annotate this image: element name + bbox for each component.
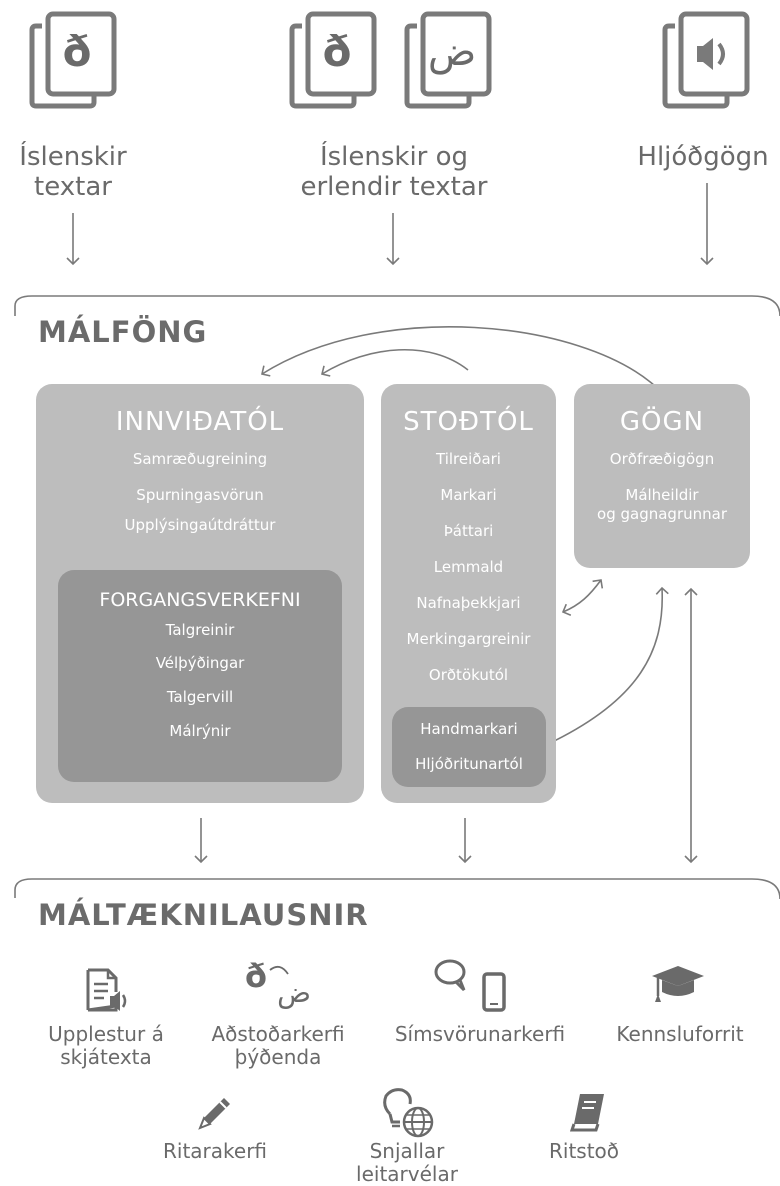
maltaekni-title: MÁLTÆKNILAUSNIR <box>38 898 369 932</box>
source-icelandic-label: Íslenskir textar <box>0 142 146 202</box>
stodtol-item: Lemmald <box>433 558 504 576</box>
audio-document-stack-icon <box>662 11 750 109</box>
solution-label: Ritarakerfi <box>162 1139 268 1163</box>
solution-label: Snjallar leitarvélar <box>312 1140 502 1186</box>
source-bilingual-label: Íslenskir og erlendir textar <box>276 142 512 202</box>
solution-label-line1: Snjallar <box>369 1139 445 1163</box>
arrow-stodtol-to-innvidatol <box>321 348 469 377</box>
graduation-cap-icon <box>652 966 704 1002</box>
forgangsverkefni-item: Talgervill <box>166 688 234 706</box>
document-stack-icon <box>29 11 117 109</box>
solution-label: Upplestur á skjátexta <box>20 1023 192 1069</box>
forgangsverkefni-title: FORGANGSVERKEFNI <box>99 589 301 611</box>
arabic-dad-glyph-icon: ض <box>427 29 477 75</box>
forgangsverkefni-item: Málrýnir <box>169 722 231 740</box>
source-audio-label: Hljóðgögn <box>637 142 769 172</box>
gogn-item: Orðfræðigögn <box>609 450 715 468</box>
forgangsverkefni-item: Vélþýðingar <box>155 654 245 672</box>
handmarkari-box: Handmarkari Hljóðritunartól <box>392 707 546 787</box>
arrow-stodtol-gogn <box>561 579 604 616</box>
innvidatol-item: Spurningasvörun <box>136 486 264 504</box>
solution-label-line2: þýðenda <box>234 1045 322 1069</box>
pencil-icon <box>198 1098 230 1130</box>
solution-label-line1: Upplestur á <box>48 1022 164 1046</box>
malfong-frame <box>14 295 780 317</box>
gogn-item: og gagnagrunnar <box>597 505 727 523</box>
eth-glyph-icon: ð <box>322 27 352 76</box>
eth-glyph-icon: ð <box>245 957 267 995</box>
eth-glyph-icon: ð <box>62 27 92 76</box>
chat-phone-icon <box>434 959 506 1012</box>
stodtol-item: Merkingargreinir <box>406 630 531 648</box>
lightbulb-globe-icon <box>383 1088 434 1138</box>
stodtol-item: Markari <box>440 486 497 504</box>
hljodritunartol-item: Hljóðritunartól <box>415 755 523 773</box>
document-stack-icon <box>289 11 377 109</box>
arrow-handmarkari-to-gogn <box>547 586 669 745</box>
source-icelandic-line1: Íslenskir <box>19 142 127 172</box>
document-speaker-icon <box>86 968 127 1012</box>
arrow-gogn-to-innvidatol <box>261 326 656 387</box>
book-icon <box>570 1094 604 1132</box>
stodtol-box: STOÐTÓL Tilreiðari Markari Þáttari Lemma… <box>381 384 556 803</box>
solution-label: Kennsluforrit <box>616 1022 744 1046</box>
source-bilingual-line2: erlendir textar <box>300 172 488 202</box>
solution-label-line2: skjátexta <box>60 1045 152 1069</box>
source-bilingual-line1: Íslenskir og <box>319 142 469 172</box>
stodtol-item: Tilreiðari <box>436 450 501 468</box>
innvidatol-box: INNVIÐATÓL Samræðugreining Spurningasvör… <box>36 384 364 803</box>
stodtol-title: STOÐTÓL <box>403 407 534 437</box>
arabic-dad-glyph-icon: ض <box>277 976 311 1009</box>
forgangsverkefni-box: FORGANGSVERKEFNI Talgreinir Vélþýðingar … <box>58 570 342 782</box>
innvidatol-item: Samræðugreining <box>132 450 268 468</box>
translation-arrow-icon <box>269 965 289 975</box>
document-stack-icon <box>404 11 492 109</box>
gogn-item: Málheildir <box>625 486 699 504</box>
solution-label-line2: leitarvélar <box>356 1162 458 1186</box>
stodtol-item: Þáttari <box>443 522 494 540</box>
solution-label: Ritstoð <box>548 1139 620 1163</box>
solution-label-line1: Aðstoðarkerfi <box>211 1022 345 1046</box>
solution-label: Símsvörunarkerfi <box>394 1022 566 1046</box>
gogn-box: GÖGN Orðfræðigögn Málheildir og gagnagru… <box>574 384 750 568</box>
source-icelandic-line2: textar <box>34 172 112 202</box>
maltaekni-frame <box>14 878 780 900</box>
forgangsverkefni-item: Talgreinir <box>165 621 235 639</box>
stodtol-item: Orðtökutól <box>428 666 509 684</box>
handmarkari-item: Handmarkari <box>420 720 518 738</box>
stodtol-item: Nafnaþekkjari <box>416 594 521 612</box>
innvidatol-title: INNVIÐATÓL <box>115 407 285 437</box>
innvidatol-item: Upplýsingaútdráttur <box>124 516 276 534</box>
gogn-title: GÖGN <box>619 407 705 437</box>
solution-label: Aðstoðarkerfi þýðenda <box>186 1023 370 1069</box>
malfong-title: MÁLFÖNG <box>38 315 208 349</box>
